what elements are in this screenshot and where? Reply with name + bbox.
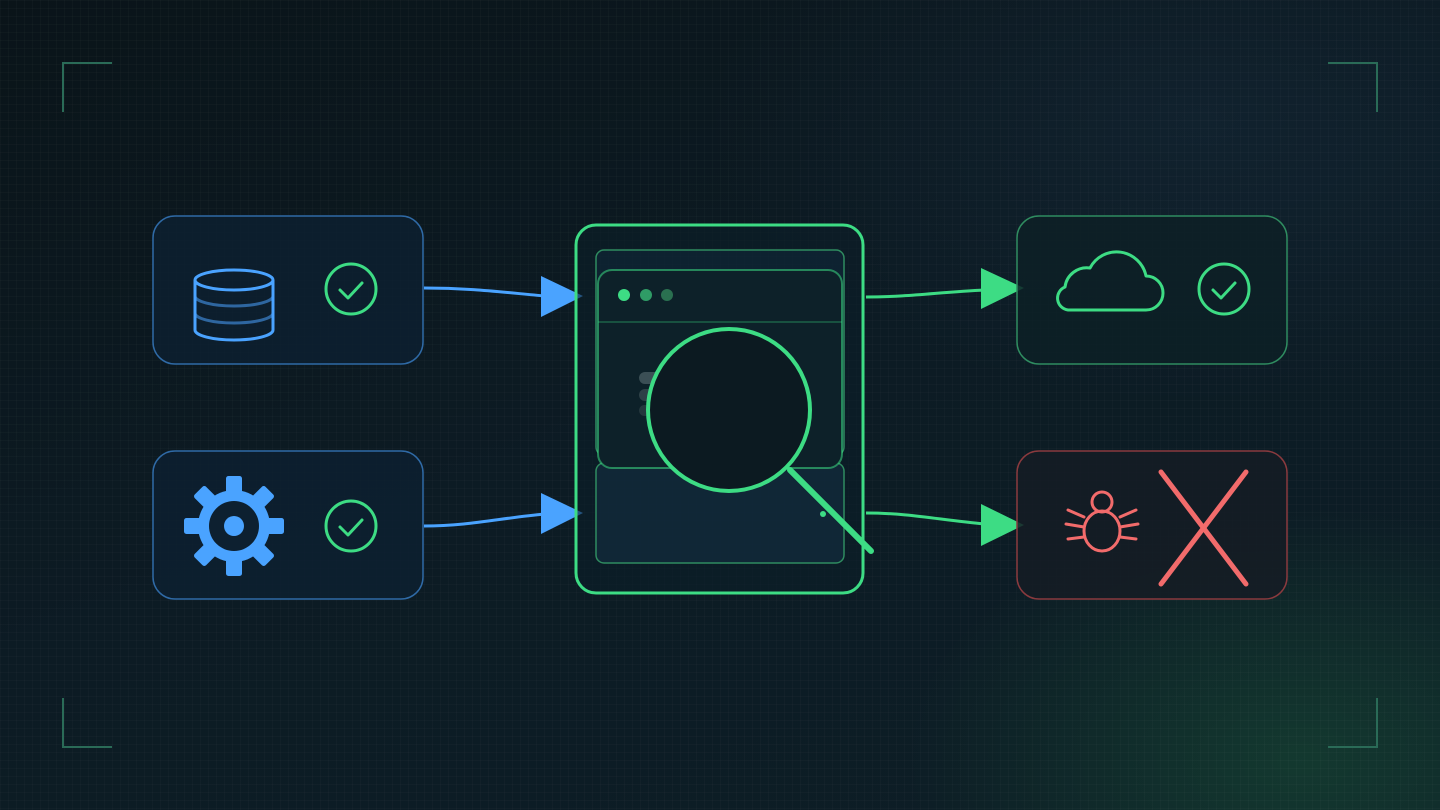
- magnifier-icon: [646, 327, 874, 554]
- database-icon: [193, 268, 275, 342]
- node-database: [152, 215, 424, 365]
- x-mark-icon: [1158, 469, 1249, 587]
- node-cloud: [1016, 215, 1288, 365]
- node-bug: [1016, 450, 1288, 600]
- check-circle-icon: [324, 262, 378, 316]
- check-circle-icon: [324, 499, 378, 553]
- cloud-icon: [1056, 250, 1165, 312]
- corner-mark-top-left: [62, 62, 112, 112]
- arrowhead-blue-bottom: [541, 493, 583, 534]
- bug-icon: [1064, 490, 1140, 553]
- corner-mark-bottom-left: [62, 698, 112, 748]
- corner-marks: [62, 62, 1378, 748]
- window-dot-2: [640, 289, 652, 301]
- connections: [423, 268, 1024, 546]
- connection-database-to-inspector: [423, 276, 583, 317]
- node-settings: [152, 450, 424, 600]
- connection-settings-to-inspector: [423, 493, 583, 534]
- arrowhead-green-top: [981, 268, 1024, 309]
- corner-mark-bottom-right: [1328, 698, 1378, 748]
- check-circle-icon: [1197, 262, 1251, 316]
- connection-inspector-to-bug: [865, 504, 1024, 546]
- arrowhead-green-bottom: [981, 504, 1024, 546]
- node-inspector: [574, 223, 874, 595]
- window-dot-3: [661, 289, 673, 301]
- arrowhead-blue-top: [541, 276, 583, 317]
- connection-inspector-to-cloud: [865, 268, 1024, 309]
- corner-mark-top-right: [1328, 62, 1378, 112]
- window-dot-1: [618, 289, 630, 301]
- gear-icon: [184, 476, 284, 576]
